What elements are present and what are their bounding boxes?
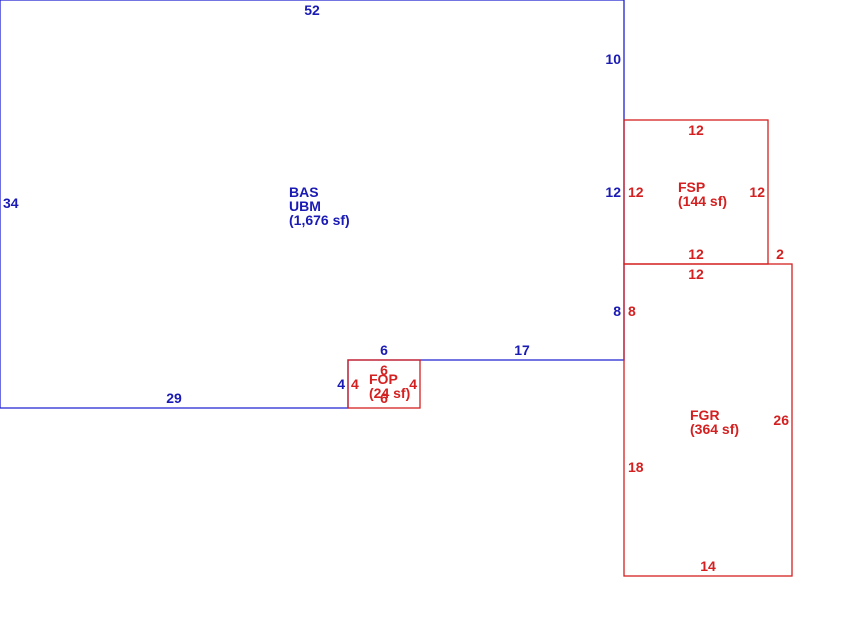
dim-bas-right-lower: 8 xyxy=(613,303,621,319)
dim-fsp-left: 12 xyxy=(628,184,644,200)
dim-fsp-bottom: 12 xyxy=(688,246,704,262)
dim-fgr-top: 12 xyxy=(688,266,704,282)
dim-fgr-left-lower: 18 xyxy=(628,459,644,475)
dim-bas-right-upper: 10 xyxy=(605,51,621,67)
dim-fop-right: 4 xyxy=(409,376,417,392)
fsp-code-label: FSP xyxy=(678,179,705,195)
fsp-area-label: (144 sf) xyxy=(678,193,727,209)
dim-fop-bottom: 6 xyxy=(380,390,388,406)
fgr-code-label: FGR xyxy=(690,407,720,423)
bas-area-label: (1,676 sf) xyxy=(289,212,350,228)
dim-bas-right-mid: 12 xyxy=(605,184,621,200)
dim-bas-bottom-right: 17 xyxy=(514,342,530,358)
dim-fop-top: 6 xyxy=(380,362,388,378)
bas-code-label: BAS xyxy=(289,184,319,200)
fgr-area-label: (364 sf) xyxy=(690,421,739,437)
dim-fgr-right: 26 xyxy=(773,412,789,428)
fop-code-label: FOP xyxy=(369,371,398,387)
dim-fsp-gap: 2 xyxy=(776,246,784,262)
dim-fgr-left-upper: 8 xyxy=(628,303,636,319)
dim-fop-left: 4 xyxy=(351,376,359,392)
dim-fsp-right: 12 xyxy=(749,184,765,200)
dim-bas-notch-side: 4 xyxy=(337,376,345,392)
dim-bas-top: 52 xyxy=(304,2,320,18)
dim-bas-left: 34 xyxy=(3,195,19,211)
fop-area-label: (24 sf) xyxy=(369,385,410,401)
fop-outline xyxy=(347,359,421,409)
dim-bas-notch-top: 6 xyxy=(380,342,388,358)
dim-fgr-bottom: 14 xyxy=(700,558,716,574)
fgr-outline xyxy=(623,263,793,577)
ubm-code-label: UBM xyxy=(289,198,321,214)
dim-fsp-top: 12 xyxy=(688,122,704,138)
dim-bas-bottom-left: 29 xyxy=(166,390,182,406)
